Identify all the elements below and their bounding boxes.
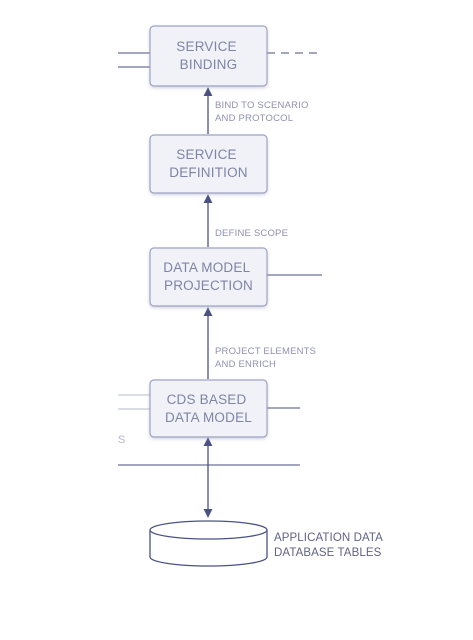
node-service-binding: SERVICE BINDING — [149, 25, 268, 87]
node-box — [149, 379, 268, 438]
node-label-line2: BINDING — [180, 57, 238, 72]
node-service-definition: SERVICE DEFINITION — [149, 134, 268, 194]
database-label: APPLICATION DATA DATABASE TABLES — [274, 532, 386, 559]
node-label: SERVICE DEFINITION — [169, 147, 248, 180]
edge-label-project: PROJECT ELEMENTS AND ENRICH — [215, 346, 319, 370]
node-cds-based-data-model: CDS BASED DATA MODEL — [149, 379, 268, 438]
node-label-line1: CDS BASED — [167, 392, 247, 407]
node-data-model-projection: DATA MODEL PROJECTION — [149, 247, 268, 307]
node-label: DATA MODEL PROJECTION — [163, 260, 253, 293]
node-label-line2: DEFINITION — [169, 165, 248, 180]
node-box — [149, 25, 268, 87]
node-label-line1: SERVICE — [176, 39, 236, 54]
database-label-line2: DATABASE TABLES — [274, 547, 382, 559]
database-top — [149, 520, 268, 540]
node-label-line1: DATA MODEL — [163, 260, 250, 275]
database-body — [149, 530, 268, 567]
fragment-label: S — [118, 434, 125, 446]
database-label-line1: APPLICATION DATA — [274, 532, 383, 544]
node-label: CDS BASED DATA MODEL — [165, 392, 252, 425]
node-label: SERVICE BINDING — [176, 39, 240, 72]
edge-label-bind: BIND TO SCENARIO AND PROTOCOL — [215, 100, 312, 124]
edge-label-bind-line2: AND PROTOCOL — [215, 113, 293, 124]
edge-label-project-line1: PROJECT ELEMENTS — [215, 346, 316, 357]
edge-label-scope-line1: DEFINE SCOPE — [215, 228, 288, 239]
node-box — [149, 247, 268, 307]
edge-label-scope: DEFINE SCOPE — [215, 228, 288, 239]
node-label-line1: SERVICE — [176, 147, 236, 162]
node-label-line2: DATA MODEL — [165, 410, 252, 425]
edge-label-bind-line1: BIND TO SCENARIO — [215, 100, 309, 111]
node-box — [149, 134, 268, 194]
edge-label-project-line2: AND ENRICH — [215, 359, 276, 370]
database-cylinder — [149, 520, 268, 567]
node-label-line2: PROJECTION — [164, 278, 253, 293]
